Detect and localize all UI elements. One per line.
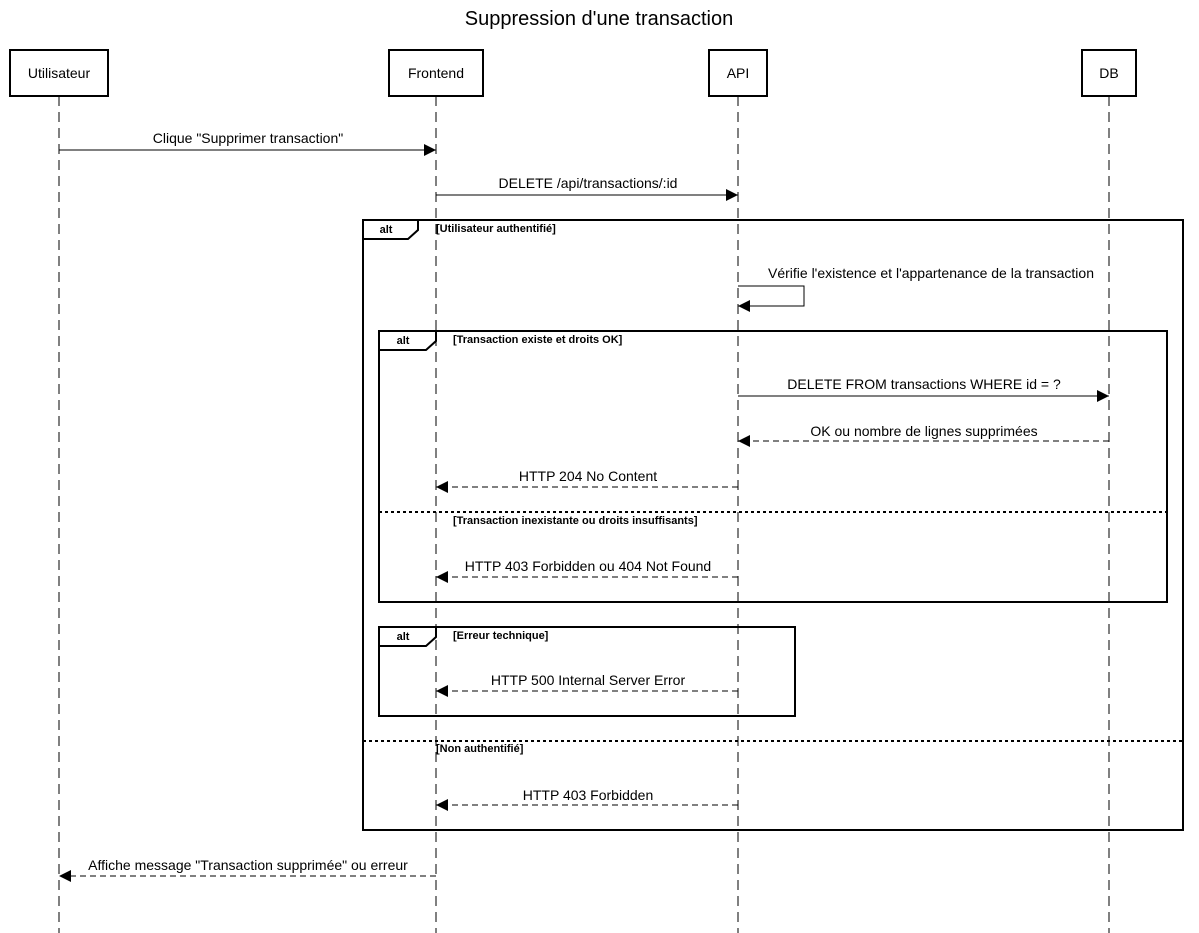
fragment-outer-condition-1: [Utilisateur authentifié]: [436, 223, 556, 235]
message-label-1: Clique "Supprimer transaction": [153, 130, 344, 146]
message-label-8: HTTP 500 Internal Server Error: [491, 672, 686, 688]
fragment-inner-alt-1: alt [Transaction existe et droits OK] [T…: [378, 330, 1168, 603]
message-label-6: HTTP 204 No Content: [519, 468, 657, 484]
fragment-inner1-condition-2: [Transaction inexistante ou droits insuf…: [453, 515, 698, 527]
fragment-inner2-condition-1: [Erreur technique]: [453, 630, 549, 642]
fragment-inner1-condition-1: [Transaction existe et droits OK]: [453, 334, 623, 346]
message-arrow-3: [738, 285, 805, 312]
participant-user-label: Utilisateur: [28, 65, 91, 81]
message-label-5: OK ou nombre de lignes supprimées: [810, 423, 1037, 439]
fragment-outer-alt: alt [Utilisateur authentifié] [Non authe…: [362, 219, 1184, 831]
message-label-10: Affiche message "Transaction supprimée" …: [88, 857, 408, 873]
fragment-inner1-label: alt: [397, 335, 410, 347]
fragment-inner2-label: alt: [397, 631, 410, 643]
participant-db: DB: [1081, 49, 1137, 97]
participant-api: API: [708, 49, 768, 97]
fragment-outer-condition-2: [Non authentifié]: [436, 743, 524, 755]
participant-db-label: DB: [1099, 65, 1118, 81]
message-label-2: DELETE /api/transactions/:id: [499, 175, 678, 191]
message-label-9: HTTP 403 Forbidden: [523, 787, 653, 803]
diagram-title: Suppression d'une transaction: [465, 8, 733, 30]
message-label-7: HTTP 403 Forbidden ou 404 Not Found: [465, 558, 711, 574]
participant-api-label: API: [727, 65, 750, 81]
message-label-4: DELETE FROM transactions WHERE id = ?: [787, 376, 1061, 392]
fragment-outer-label: alt: [380, 224, 393, 236]
message-label-3: Vérifie l'existence et l'appartenance de…: [768, 265, 1094, 281]
participant-frontend: Frontend: [388, 49, 484, 97]
fragment-inner-alt-2: alt [Erreur technique]: [378, 626, 796, 717]
participant-user: Utilisateur: [9, 49, 109, 97]
participant-frontend-label: Frontend: [408, 65, 464, 81]
